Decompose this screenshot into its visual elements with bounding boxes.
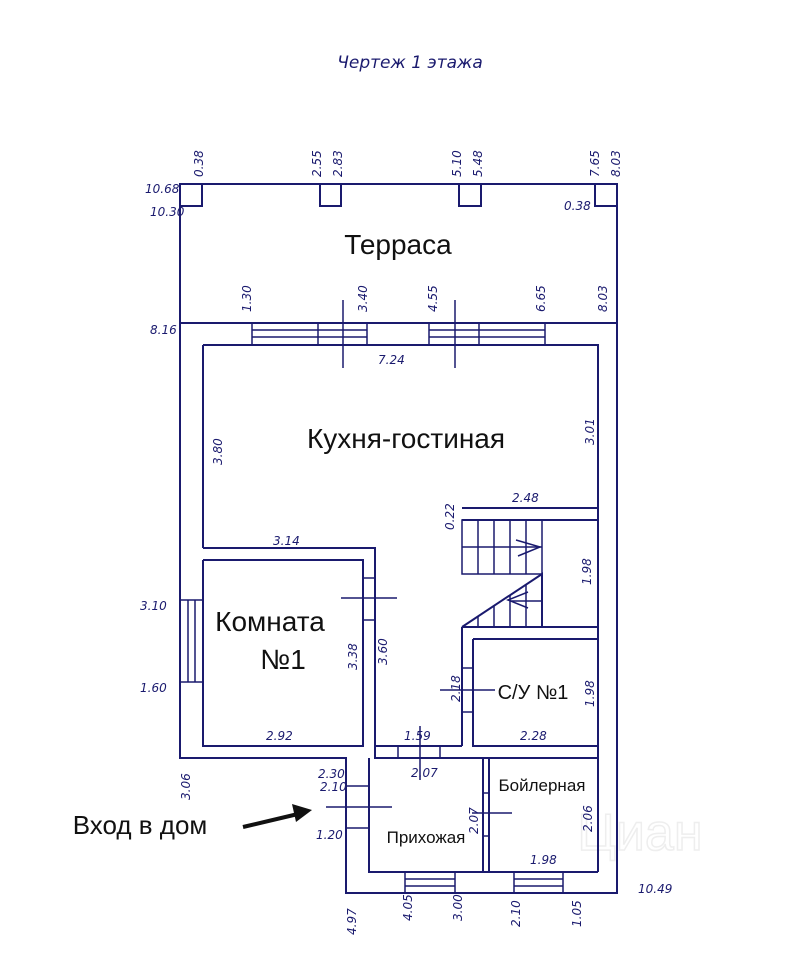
dim-label: 3.40 [356, 285, 370, 312]
hallway [326, 726, 598, 894]
dim-label: 1.20 [316, 828, 343, 842]
dim-label: 10.30 [150, 205, 185, 219]
dim-label: 1.60 [140, 681, 167, 695]
dim-label: 3.06 [179, 773, 193, 800]
dim-label: 4.55 [426, 285, 440, 312]
dim-label: 3.60 [376, 638, 390, 665]
arrow-line [242, 812, 299, 829]
dim-label: 2.10 [320, 780, 347, 794]
terrace-post [594, 183, 618, 207]
dim-label: 2.07 [467, 807, 481, 834]
dim-label: 3.80 [211, 438, 225, 465]
watermark: Циан [577, 804, 702, 862]
room-label-bathroom: С/У №1 [498, 682, 569, 704]
dim-label: 7.24 [378, 353, 405, 367]
dim-label: 2.92 [266, 729, 293, 743]
dim-label: 3.38 [346, 643, 360, 670]
dim-label: 5.10 [450, 150, 464, 177]
dim-label: 1.98 [583, 680, 597, 707]
dim-label: 2.10 [509, 900, 523, 927]
dim-label: 1.98 [580, 558, 594, 585]
dim-label: 3.01 [583, 418, 597, 445]
dim-label: 1.98 [530, 853, 557, 867]
window [513, 871, 564, 894]
dim-label: 0.22 [443, 503, 457, 530]
dim-label: 3.00 [451, 894, 465, 921]
dim-label: 3.10 [140, 599, 167, 613]
dim-label: 6.65 [534, 285, 548, 312]
dim-label: 2.07 [411, 766, 438, 780]
room-label-boiler: Бойлерная [499, 776, 586, 795]
staircase [461, 507, 598, 628]
outer-wall [179, 323, 618, 894]
room-label-hallway: Прихожая [387, 828, 466, 847]
room-label-room1: Комната [215, 606, 325, 637]
window [404, 871, 456, 894]
room-1 [179, 547, 397, 747]
dim-label: 0.38 [564, 199, 591, 213]
terrace-post [319, 183, 342, 207]
entrance-pointer [242, 804, 312, 829]
plan-title: Чертеж 1 этажа [337, 53, 483, 73]
dim-label: 2.30 [318, 767, 345, 781]
window [179, 599, 204, 683]
dim-label: 1.30 [240, 285, 254, 312]
dim-label: 5.48 [471, 150, 485, 177]
entrance-label: Вход в дом [73, 810, 208, 840]
window [428, 322, 546, 346]
dim-label: 4.05 [401, 894, 415, 921]
terrace [179, 183, 618, 324]
dim-label: 0.38 [192, 150, 206, 177]
arrow-head-icon [292, 804, 312, 822]
dim-label: 1.05 [570, 900, 584, 927]
dim-label: 10.49 [638, 882, 672, 896]
dim-label: 2.55 [310, 150, 324, 177]
dim-label: 2.48 [512, 491, 539, 505]
terrace-post [458, 183, 482, 207]
bathroom [440, 626, 598, 747]
dim-label: 3.14 [273, 534, 300, 548]
dim-label: 8.16 [150, 323, 177, 337]
window [251, 322, 368, 346]
room-label-terrace: Терраса [344, 229, 452, 260]
room-label-room1-number: №1 [260, 644, 306, 675]
dim-label: 10.68 [145, 182, 180, 196]
terrace-outline [179, 183, 618, 324]
dim-label: 2.18 [449, 675, 463, 702]
dim-label: 2.28 [520, 729, 547, 743]
dim-label: 8.03 [609, 150, 623, 177]
room1-wall-inner [202, 559, 364, 747]
dim-label: 8.03 [596, 285, 610, 312]
room1-wall-outer [203, 547, 376, 746]
dim-label: 7.65 [588, 150, 602, 177]
room-label-kitchen: Кухня-гостиная [307, 423, 505, 454]
dim-label: 2.06 [581, 805, 595, 832]
north-windows [251, 300, 546, 368]
dim-label: 1.59 [404, 729, 431, 743]
dim-label: 4.97 [345, 908, 359, 935]
terrace-post [179, 183, 203, 207]
dim-label: 2.83 [331, 150, 345, 177]
